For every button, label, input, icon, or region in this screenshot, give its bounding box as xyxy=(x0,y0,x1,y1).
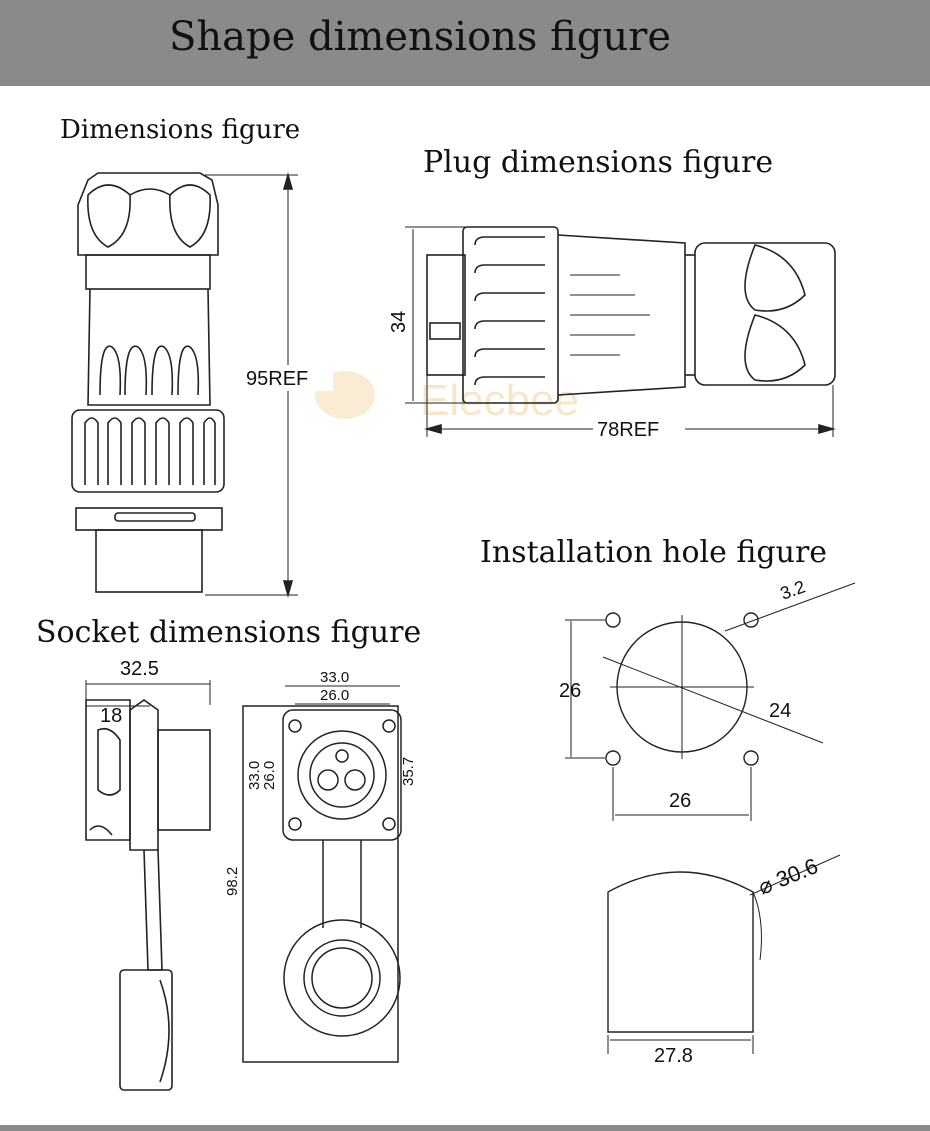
ring-groove xyxy=(179,417,194,485)
body-rib xyxy=(99,345,122,396)
plug-nut xyxy=(694,242,836,386)
watermark-text: Elecbee xyxy=(420,376,579,425)
mount-hole-icon xyxy=(382,719,396,733)
vertical-spacing-label: 26 xyxy=(559,680,581,702)
cutout-diameter-24-label: 24 xyxy=(769,700,791,722)
ring-groove xyxy=(474,264,545,274)
header-banner: Shape dimensions figure xyxy=(0,0,930,86)
socket-body xyxy=(95,529,203,593)
socket-cap xyxy=(119,969,173,1091)
bottom-rule xyxy=(0,1125,930,1131)
socket-front-drawing: 33.0 26.0 33.0 26.0 35.7 98.2 xyxy=(224,669,415,1063)
pin-contact-icon xyxy=(344,769,366,791)
horizontal-spacing-label: 26 xyxy=(669,790,691,812)
mount-hole-icon xyxy=(743,750,759,766)
socket-front-body xyxy=(157,729,211,831)
plug-body xyxy=(87,288,211,406)
mount-hole-icon xyxy=(605,750,621,766)
height-95ref-label: 95REF xyxy=(246,368,308,390)
ring-groove xyxy=(474,236,545,246)
nut-facet xyxy=(744,314,806,382)
plug-length-label: 78REF xyxy=(597,419,659,441)
body-fins xyxy=(570,274,650,356)
dimensions-drawing: 95REF xyxy=(71,172,333,598)
nut-facet xyxy=(87,184,131,248)
diameter-leader xyxy=(749,854,841,896)
mount-hole-icon xyxy=(288,817,302,831)
hole-leader xyxy=(724,582,856,632)
nut-facet xyxy=(744,244,806,312)
socket-figure-title: Socket dimensions figure xyxy=(36,615,422,650)
socket-flange xyxy=(75,507,223,531)
flange-slot xyxy=(114,512,196,522)
d-flat-cutout xyxy=(607,871,754,1033)
arrow-icon xyxy=(282,580,294,598)
socket-top-inner-label: 26.0 xyxy=(320,687,349,704)
ring-groove xyxy=(203,417,216,485)
socket-right-label: 35.7 xyxy=(400,757,415,786)
socket-outline xyxy=(242,705,399,1063)
coupling-ring xyxy=(71,409,225,493)
plug-nut xyxy=(77,172,219,256)
installation-figure-title: Installation hole figure xyxy=(480,535,828,570)
socket-left-inner-label: 26.0 xyxy=(261,761,278,790)
socket-lanyard xyxy=(143,849,163,971)
plug-figure-title: Plug dimensions figure xyxy=(423,145,774,180)
pin-contact-icon xyxy=(317,769,339,791)
socket-left-outer-label: 33.0 xyxy=(246,761,263,790)
socket-top-outer-label: 33.0 xyxy=(320,669,349,686)
ring-groove xyxy=(131,417,146,485)
socket-width-label: 32.5 xyxy=(120,658,159,680)
arrow-icon xyxy=(424,423,442,435)
arrow-icon xyxy=(818,423,836,435)
ring-groove xyxy=(155,417,170,485)
plug-front xyxy=(426,254,466,376)
mount-hole-icon xyxy=(382,817,396,831)
cutout-width-label: 27.8 xyxy=(654,1045,693,1067)
mount-hole-icon xyxy=(605,612,621,628)
mount-hole-icon xyxy=(743,612,759,628)
cutout-diameter-30-6-label: ⌀ 30.6 xyxy=(755,853,822,899)
hole-diameter-label: 3.2 xyxy=(778,576,808,603)
nut-facet xyxy=(129,188,171,196)
pin-contact-icon xyxy=(335,749,349,763)
plug-coupling-ring xyxy=(462,226,559,404)
plug-key xyxy=(429,322,461,340)
installation-hole-drawing: 3.2 26 24 26 xyxy=(559,576,856,821)
arrow-icon xyxy=(282,172,294,190)
ring-groove xyxy=(474,376,545,386)
socket-square-flange xyxy=(282,709,402,841)
socket-height-label: 98.2 xyxy=(224,867,241,896)
plug-height-label: 34 xyxy=(388,311,410,333)
ring-groove xyxy=(84,417,99,485)
ring-groove xyxy=(474,292,545,302)
nut-facet xyxy=(169,184,211,248)
socket-latch xyxy=(97,727,121,796)
nut-base xyxy=(85,254,211,290)
body-rib xyxy=(151,345,174,396)
socket-cap-ring xyxy=(283,919,401,1037)
ring-groove xyxy=(474,348,545,358)
diameter-leader xyxy=(602,656,824,744)
mount-hole-icon xyxy=(288,719,302,733)
page-title: Shape dimensions figure xyxy=(168,14,671,60)
body-rib xyxy=(177,345,200,396)
socket-cap-strap xyxy=(322,840,362,928)
plug-body xyxy=(557,234,686,396)
ring-groove xyxy=(474,320,545,330)
socket-face xyxy=(297,730,387,820)
socket-panel-flange xyxy=(129,699,159,851)
ring-groove xyxy=(107,417,122,485)
watermark: Elecbee xyxy=(315,371,579,425)
dimensions-figure-title: Dimensions figure xyxy=(60,115,301,145)
d-flat-cutout-drawing: ⌀ 30.6 27.8 xyxy=(607,853,841,1067)
plug-drawing: 34 78REF xyxy=(388,226,836,442)
socket-flange-label: 18 xyxy=(100,705,122,727)
socket-side-drawing: 32.5 18 xyxy=(85,658,211,1091)
body-rib xyxy=(124,345,148,396)
